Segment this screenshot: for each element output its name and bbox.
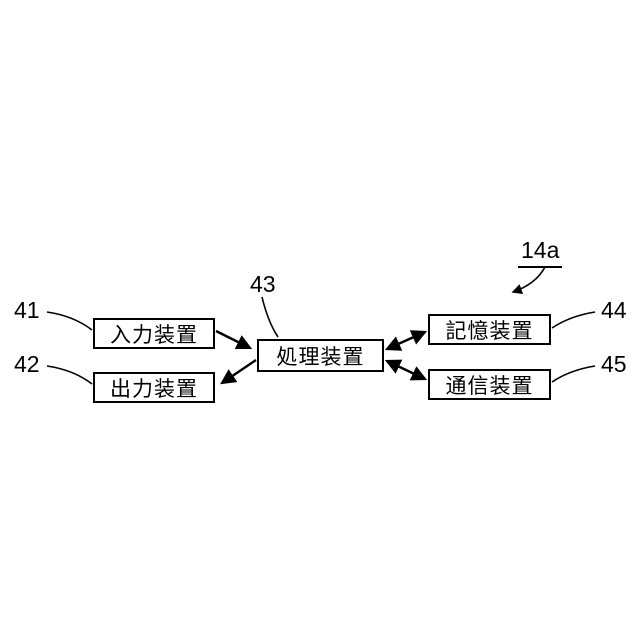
arrow-input-to-processing	[215, 329, 253, 350]
ref-label-44: 44	[601, 297, 627, 323]
communication-device-box: 通信装置	[428, 369, 551, 400]
ref-label-42: 42	[14, 351, 40, 377]
leader-arrow-14a	[511, 266, 546, 295]
output-device-box: 出力装置	[93, 372, 215, 403]
leader-line-44	[551, 311, 596, 329]
arrow-processing-communication-bidirectional	[384, 359, 428, 381]
input-device-box: 入力装置	[93, 318, 215, 349]
ref-label-14a: 14a	[518, 237, 563, 268]
arrow-processing-storage-bidirectional	[384, 330, 428, 351]
leader-line-45	[551, 365, 596, 383]
leader-line-43	[261, 296, 279, 338]
arrow-processing-to-output	[220, 359, 257, 385]
ref-label-45: 45	[601, 351, 627, 377]
ref-label-41: 41	[14, 297, 40, 323]
storage-device-box: 記憶装置	[428, 314, 551, 345]
leader-line-42	[46, 365, 93, 385]
leader-line-41	[46, 311, 93, 331]
processing-device-box: 処理装置	[257, 339, 384, 372]
ref-label-43: 43	[250, 271, 276, 297]
